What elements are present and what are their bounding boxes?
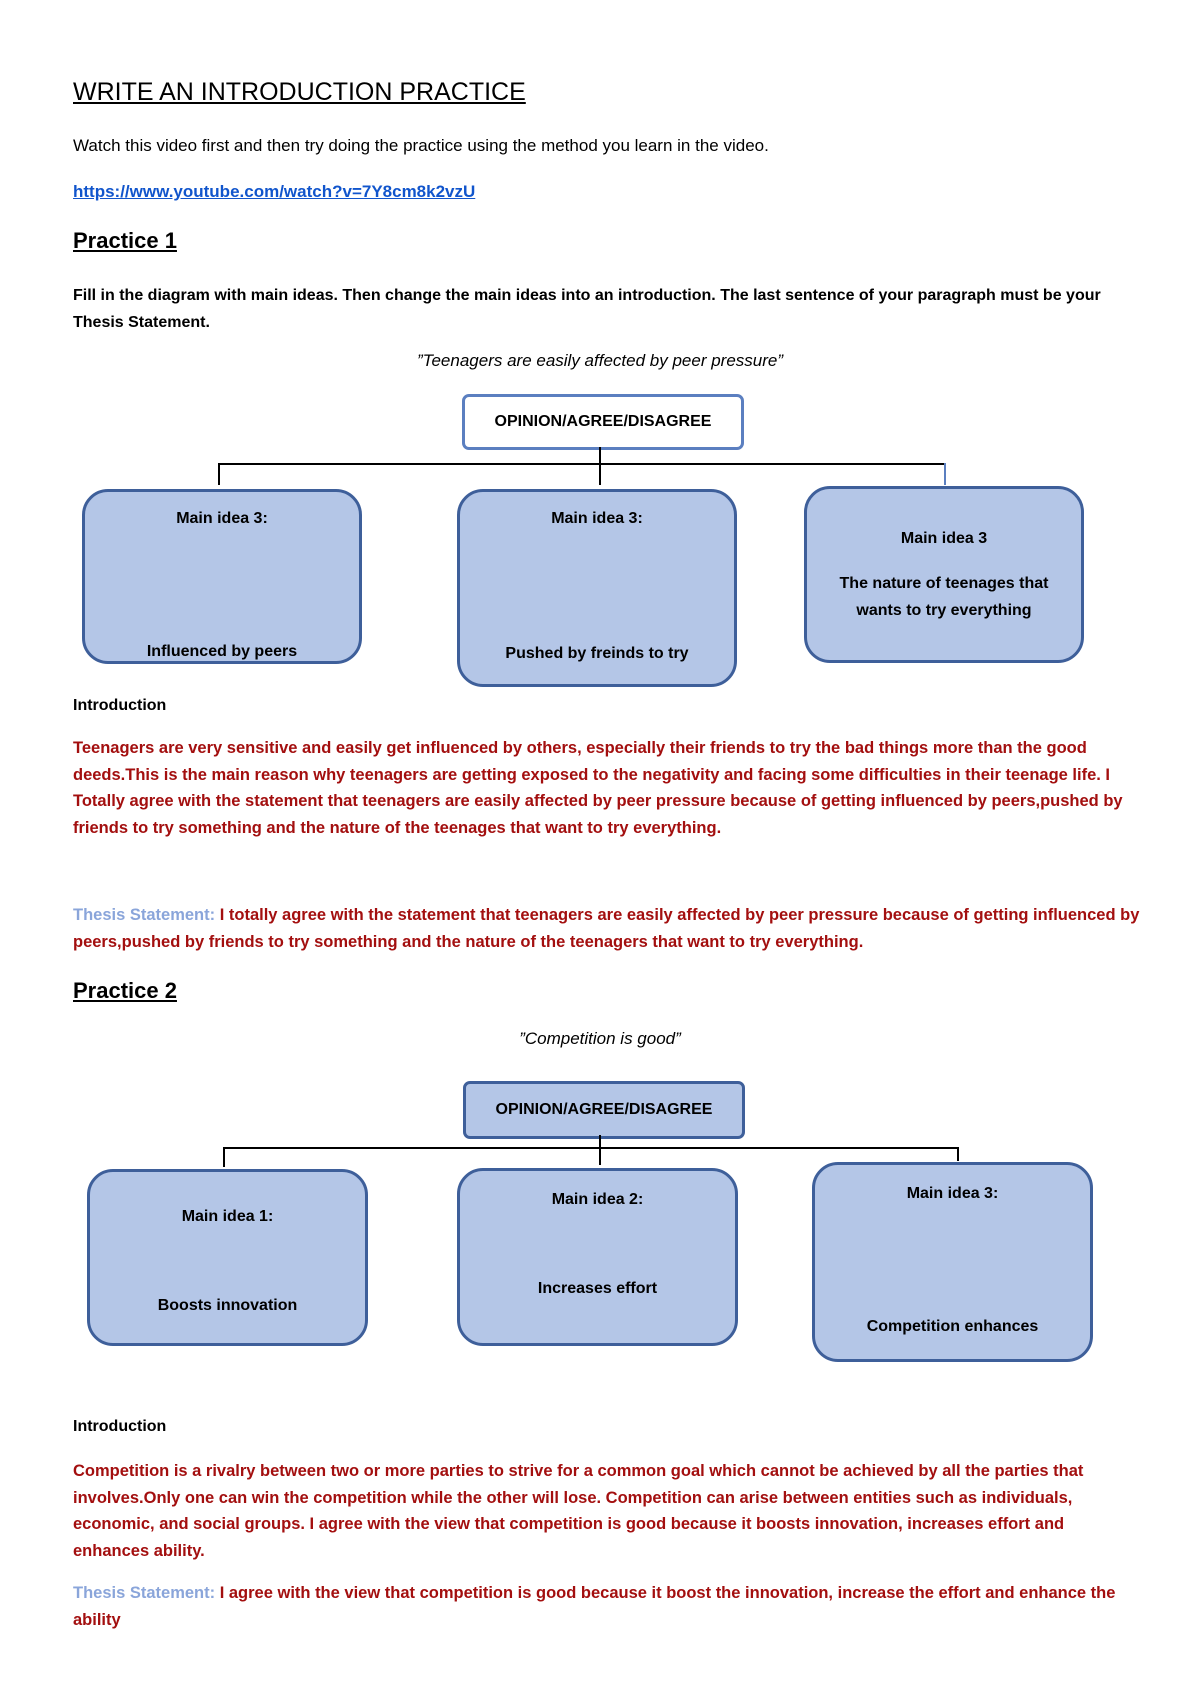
connector-drop-left	[223, 1147, 225, 1167]
practice1-main-idea-box: Main idea 3: Influenced by peers	[82, 489, 362, 664]
practice1-introduction-label: Introduction	[73, 697, 167, 714]
main-idea-title: Main idea 3:	[906, 1185, 999, 1202]
connector-drop-right	[944, 463, 946, 485]
practice2-main-idea-box: Main idea 2: Increases effort	[457, 1168, 738, 1346]
main-idea-title: Main idea 3	[900, 530, 988, 547]
connector-drop-right	[957, 1147, 959, 1161]
main-idea-text: Increases effort	[537, 1280, 658, 1297]
practice2-introduction: Competition is a rivalry between two or …	[73, 1462, 1084, 1560]
opinion-box-label: OPINION/AGREE/DISAGREE	[494, 413, 712, 430]
practice1-statement: ”Teenagers are easily affected by peer p…	[416, 351, 783, 370]
main-idea-title: Main idea 2:	[551, 1191, 644, 1208]
practice2-statement: ”Competition is good”	[519, 1029, 681, 1048]
practice2-introduction-label: Introduction	[73, 1418, 167, 1435]
connector-vertical	[599, 447, 601, 464]
practice2-main-idea-box: Main idea 3: Competition enhances	[812, 1162, 1093, 1362]
video-link[interactable]: https://www.youtube.com/watch?v=7Y8cm8k2…	[73, 182, 476, 201]
connector-vertical	[599, 1135, 601, 1149]
connector-drop-center	[599, 1147, 601, 1165]
connector-drop-left	[218, 463, 220, 485]
thesis-label: Thesis Statement:	[73, 1584, 216, 1602]
practice2-heading: Practice 2	[73, 978, 177, 1003]
connector-horizontal	[223, 1147, 959, 1149]
main-idea-text: Boosts innovation	[157, 1297, 298, 1314]
practice1-heading: Practice 1	[73, 228, 177, 253]
practice2-opinion-box: OPINION/AGREE/DISAGREE	[463, 1081, 745, 1139]
practice1-instructions: Fill in the diagram with main ideas. The…	[73, 287, 1101, 331]
practice1-introduction: Teenagers are very sensitive and easily …	[73, 739, 1123, 837]
thesis-text: I totally agree with the statement that …	[73, 906, 1140, 951]
practice2-thesis: Thesis Statement: I agree with the view …	[73, 1580, 1143, 1633]
main-idea-title: Main idea 3:	[176, 510, 268, 527]
practice1-main-idea-box: Main idea 3 The nature of teenages that …	[804, 486, 1084, 663]
page-title: WRITE AN INTRODUCTION PRACTICE	[73, 78, 526, 106]
main-idea-text: Competition enhances	[866, 1318, 1039, 1335]
intro-instruction: Watch this video first and then try doin…	[73, 136, 769, 155]
opinion-box-label: OPINION/AGREE/DISAGREE	[495, 1101, 713, 1118]
thesis-label: Thesis Statement:	[73, 906, 216, 924]
main-idea-text: The nature of teenages that wants to try…	[839, 575, 1049, 619]
practice1-main-idea-box: Main idea 3: Pushed by freinds to try	[457, 489, 737, 687]
practice1-thesis: Thesis Statement: I totally agree with t…	[73, 902, 1143, 955]
main-idea-title: Main idea 3:	[551, 510, 643, 527]
practice2-main-idea-box: Main idea 1: Boosts innovation	[87, 1169, 368, 1346]
thesis-text: I agree with the view that competition i…	[73, 1584, 1116, 1629]
main-idea-text: Influenced by peers	[146, 643, 298, 660]
connector-drop-center	[599, 463, 601, 485]
connector-horizontal	[218, 463, 946, 465]
main-idea-title: Main idea 1:	[181, 1208, 274, 1225]
main-idea-text: Pushed by freinds to try	[505, 645, 689, 662]
practice1-opinion-box: OPINION/AGREE/DISAGREE	[462, 394, 744, 450]
